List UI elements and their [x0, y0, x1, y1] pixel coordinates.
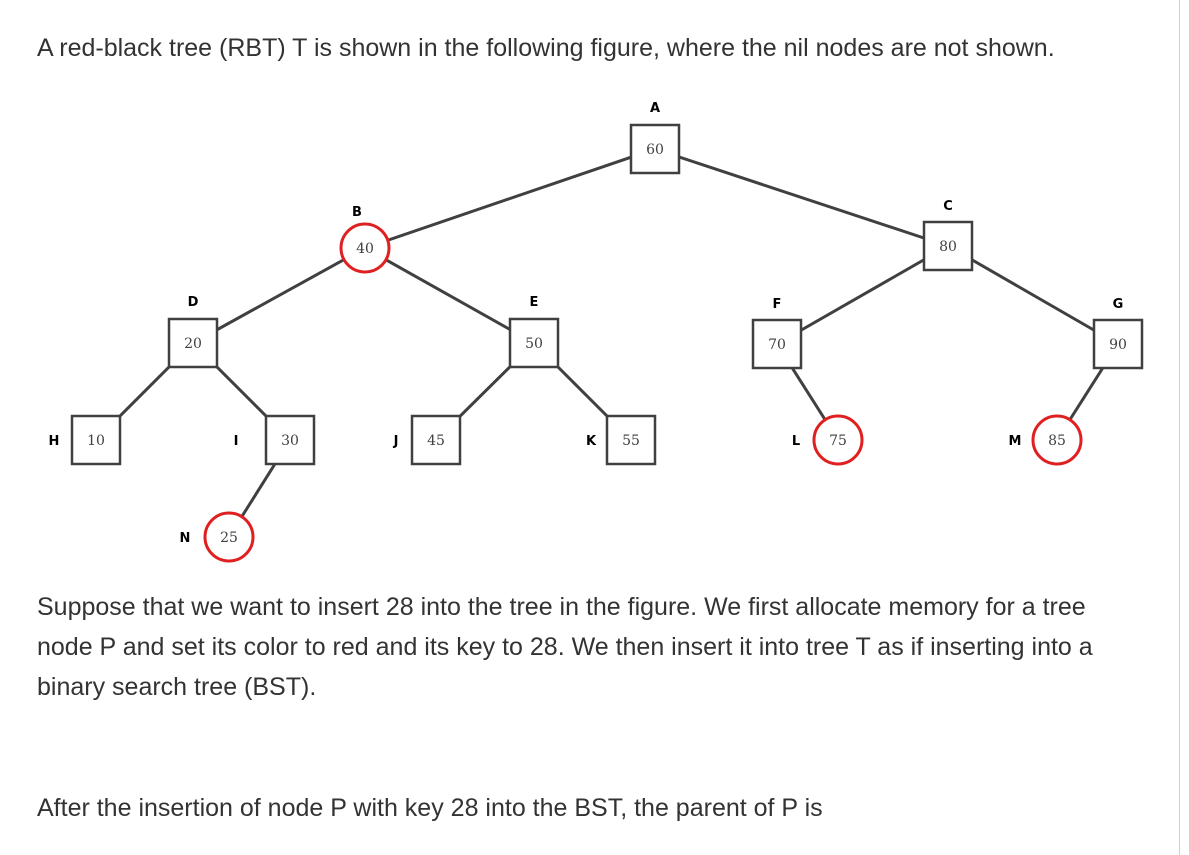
black-node-square	[508, 317, 560, 369]
tree-node-i: 30 I	[234, 414, 316, 466]
node-key: 85	[1048, 433, 1066, 449]
tree-node-m: 85 M	[1009, 414, 1083, 466]
node-key: 30	[281, 433, 299, 449]
node-letter-label: M	[1009, 434, 1022, 449]
black-node-square	[70, 414, 122, 466]
tree-node-c: 80 C	[922, 199, 974, 272]
node-letter-label: L	[792, 434, 800, 449]
black-node-square	[751, 318, 803, 370]
node-letter-label: H	[49, 434, 60, 449]
node-letter-label: G	[1113, 297, 1124, 312]
node-letter-label: K	[586, 434, 597, 449]
black-node-square	[629, 123, 681, 175]
tree-node-b: 40 B	[339, 205, 391, 274]
node-key: 25	[220, 530, 238, 546]
node-letter-label: A	[650, 101, 660, 116]
node-key: 40	[356, 241, 374, 257]
edge-a-c	[654, 147, 949, 248]
node-key: 75	[829, 433, 847, 449]
node-letter-label: J	[393, 434, 399, 449]
node-key: 10	[87, 433, 105, 449]
edge-b-d	[192, 246, 366, 345]
node-key: 20	[184, 336, 202, 352]
edge-c-g	[947, 244, 1119, 346]
node-key: 80	[939, 239, 957, 255]
tree-node-k: 55 K	[586, 414, 657, 466]
edge-b-e	[364, 246, 535, 345]
node-letter-label: E	[530, 295, 539, 310]
tree-node-e: 50 E	[508, 295, 560, 369]
node-key: 70	[768, 337, 786, 353]
node-key: 90	[1109, 337, 1127, 353]
tree-node-h: 10 H	[49, 414, 122, 466]
tree-node-n: 25 N	[180, 511, 255, 563]
node-letter-label: B	[352, 205, 362, 220]
black-node-square	[264, 414, 316, 466]
node-key: 60	[646, 142, 664, 158]
tree-node-l: 75 L	[792, 414, 864, 466]
tree-node-g: 90 G	[1092, 297, 1144, 370]
node-key: 50	[525, 336, 543, 352]
black-node-square	[1092, 318, 1144, 370]
red-node-circle	[339, 222, 391, 274]
insertion-description: Suppose that we want to insert 28 into t…	[37, 593, 1093, 701]
tree-node-f: 70 F	[751, 297, 803, 370]
red-node-circle	[812, 414, 864, 466]
red-black-tree-diagram: 60 A 40 B 80 C 20 D 50 E 70 F 90 G 10 H 30 I 45 J 55 K 75 L 85 M 2…	[49, 101, 1144, 563]
edge-a-b	[364, 147, 656, 250]
tree-node-j: 45 J	[393, 414, 462, 466]
node-key: 55	[622, 433, 640, 449]
node-key: 45	[427, 433, 445, 449]
intro-text: A red-black tree (RBT) T is shown in the…	[37, 34, 1055, 62]
node-letter-label: D	[188, 295, 199, 310]
red-node-circle	[203, 511, 255, 563]
black-node-square	[167, 317, 219, 369]
question-text: After the insertion of node P with key 2…	[37, 794, 823, 822]
black-node-square	[922, 220, 974, 272]
edge-c-f	[776, 244, 949, 346]
node-letter-label: N	[180, 531, 191, 546]
black-node-square	[410, 414, 462, 466]
red-node-circle	[1031, 414, 1083, 466]
tree-node-a: 60 A	[629, 101, 681, 175]
tree-node-d: 20 D	[167, 295, 219, 369]
black-node-square	[605, 414, 657, 466]
node-letter-label: I	[234, 434, 239, 449]
node-letter-label: F	[773, 297, 782, 312]
node-letter-label: C	[943, 199, 953, 214]
